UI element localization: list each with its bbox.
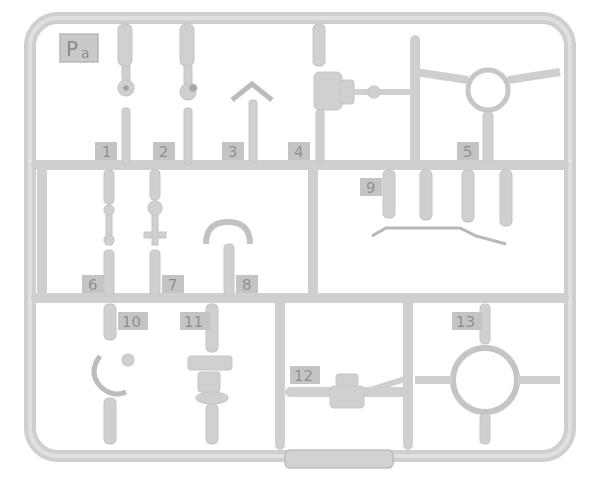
- tag-9-text: 9: [366, 179, 376, 197]
- tag-1-text: 1: [102, 143, 112, 161]
- tag-5-text: 5: [463, 143, 473, 161]
- part-7: [143, 169, 167, 297]
- frame-code-badge: P a: [59, 33, 99, 63]
- tag-12-text: 12: [294, 367, 313, 385]
- bottom-tab: [284, 449, 394, 469]
- tag-7: 7: [162, 275, 184, 294]
- tag-5: 5: [457, 142, 479, 161]
- tag-2: 2: [153, 142, 175, 161]
- part-8: [203, 218, 253, 297]
- part-1: [117, 23, 135, 165]
- tag-13-text: 13: [456, 313, 475, 331]
- part-12: [329, 373, 409, 409]
- tag-7-text: 7: [168, 276, 178, 294]
- part-number-tags: 1 2 3 4 5 6 7 8 9 10 11 12 13: [82, 142, 482, 385]
- part-6: [103, 169, 115, 297]
- tag-3-text: 3: [228, 143, 238, 161]
- part-2: [179, 23, 198, 165]
- frame-code-letter: P: [66, 37, 78, 61]
- tag-9: 9: [360, 178, 382, 197]
- tag-4: 4: [288, 142, 310, 161]
- tag-6-text: 6: [88, 276, 98, 294]
- part-11: [187, 303, 233, 445]
- tag-10-text: 10: [122, 313, 141, 331]
- part-5: [414, 67, 561, 165]
- tag-2-text: 2: [159, 143, 169, 161]
- tag-3: 3: [222, 142, 244, 161]
- tag-13: 13: [452, 312, 482, 331]
- tag-11-text: 11: [184, 313, 203, 331]
- part-10: [91, 303, 135, 445]
- part-9: [371, 169, 513, 246]
- tag-11: 11: [180, 312, 210, 331]
- frame-code-sub: a: [81, 46, 90, 62]
- tag-1: 1: [95, 142, 117, 161]
- tag-4-text: 4: [294, 143, 304, 161]
- part-3: [230, 80, 274, 163]
- tag-6: 6: [82, 275, 104, 294]
- tag-12: 12: [290, 366, 320, 385]
- part-13: [415, 303, 560, 445]
- tag-8: 8: [236, 275, 258, 294]
- tag-10: 10: [118, 312, 148, 331]
- tag-8-text: 8: [242, 276, 252, 294]
- part-4: [312, 23, 415, 163]
